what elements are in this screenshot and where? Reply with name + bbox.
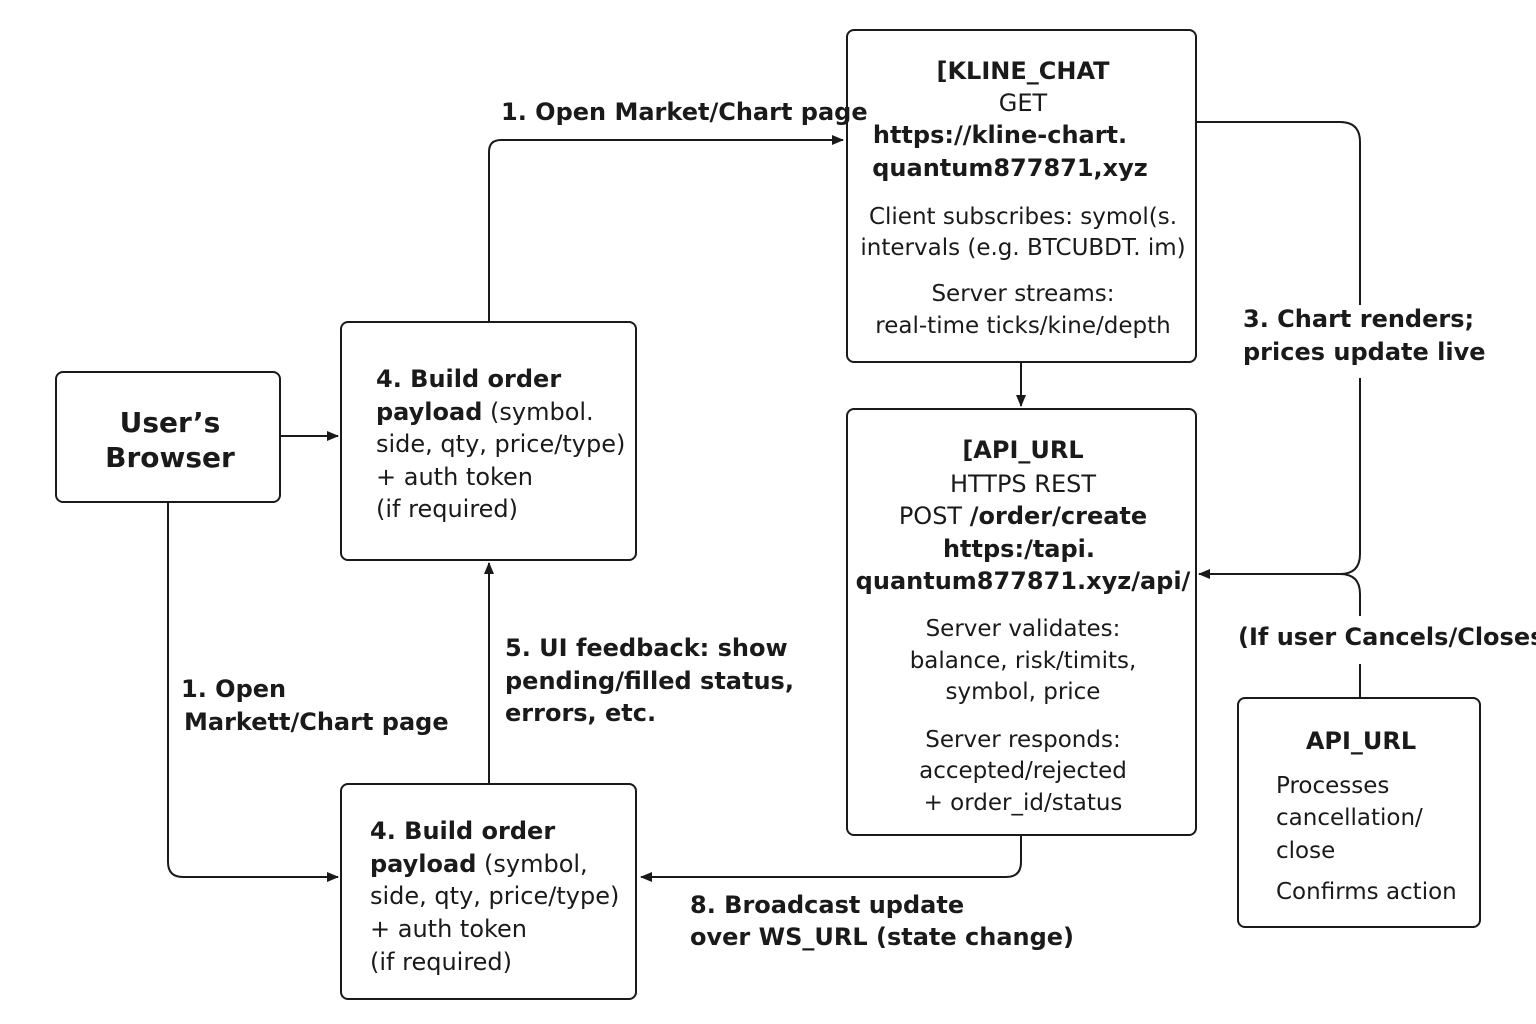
order-bottom-payload-rest: (symbol, [484,850,588,878]
api-protocol: HTTPS REST [949,470,1097,498]
api-path: /order/create [969,502,1148,530]
api-endpoint: POST /order/create [899,504,1147,528]
api-respond-line1: Server responds: [925,727,1121,753]
kline-box: [KLINE_CHAT GET https://kline-chart. qua… [846,29,1197,363]
api-validate-line1: Server validates: [925,616,1121,642]
kline-subscribe-line1: Client subscribes: symol(s. [868,204,1178,230]
label-broadcast-line1: 8. Broadcast update [690,891,965,919]
label-open-market-top: 1. Open Market/Chart page [501,98,868,126]
order-bottom-payload-bold: payload [370,850,477,878]
order-top-fields: side, qty, price/type) [376,430,626,458]
arrow-kline-renders-to-api [1196,121,1361,305]
label-open-left-line1: 1. Open [181,675,287,703]
cancel-line4: Confirms action [1276,879,1457,905]
order-top-auth: + auth token [376,463,534,491]
label-cancels: (If user Cancels/Closes) [1238,623,1536,651]
order-bottom-step: 4. Build order [370,817,556,845]
order-bottom-auth: + auth token [370,915,528,943]
order-top-step: 4. Build order [376,365,562,393]
order-bottom-required: (if required) [370,948,513,976]
cancel-line3: close [1276,838,1336,864]
cancel-title: API_URL [1305,727,1417,755]
arrow-cancel-up [1339,573,1361,616]
kline-stream-line1: Server streams: [931,281,1115,307]
api-respond-line3: + order_id/status [923,790,1123,816]
order-bottom-fields: side, qty, price/type) [370,882,620,910]
label-open-left-line2: Markett/Chart page [184,708,449,736]
order-box-top: 4. Build order payload (symbol. side, qt… [340,321,637,561]
api-url-line2: quantum877871.xyz/api/ [855,567,1191,595]
order-top-required: (if required) [376,495,519,523]
label-feedback-line2: pending/filled status, [505,667,794,695]
browser-box: User’s Browser [55,371,281,503]
api-validate-line2: balance, risk/timits, [909,648,1137,674]
kline-url-line2: quantum877871,xyz [872,154,1148,182]
arrow-browser-to-order-bottom [167,503,339,882]
kline-stream-line2: real-time ticks/kine/depth [875,313,1171,339]
label-feedback-line1: 5. UI feedback: show [505,634,788,662]
kline-method: GET [998,89,1048,117]
label-feedback-line3: errors, etc. [505,699,657,727]
kline-title: [KLINE_CHAT [936,57,1110,85]
browser-label-line1: User’s [119,406,221,439]
api-method: POST [898,502,963,530]
order-box-bottom: 4. Build order payload (symbol, side, qt… [340,783,637,1000]
arrow-api-broadcast [640,836,1022,882]
order-top-payload-bold: payload [376,398,483,426]
arrow-renders-continue [1198,378,1361,579]
cancel-line2: cancellation/ [1276,805,1423,831]
api-url-line1: https:/tapi. [942,535,1096,563]
cancel-box: API_URL Processes cancellation/ close Co… [1237,697,1481,928]
api-box: [API_URL HTTPS REST POST /order/create h… [846,408,1197,836]
api-validate-line3: symbol, price [945,679,1101,705]
kline-url-line1: https://kline-chart. [872,121,1128,149]
browser-label-line2: Browser [105,441,235,474]
label-renders-line2: prices update live [1243,338,1486,366]
api-respond-line2: accepted/rejected [919,758,1127,784]
order-top-payload-rest: (symbol. [490,398,594,426]
label-renders-line1: 3. Chart renders; [1243,305,1475,333]
api-title: [API_URL [962,436,1084,464]
arrow-order-to-kline [488,135,844,321]
kline-subscribe-line2: intervals (e.g. BTCUBDT. im) [860,235,1186,261]
order-top-payload: payload (symbol. [376,400,594,424]
cancel-line1: Processes [1276,773,1390,799]
order-bottom-payload: payload (symbol, [370,852,588,876]
label-broadcast-line2: over WS_URL (state change) [690,923,1075,951]
